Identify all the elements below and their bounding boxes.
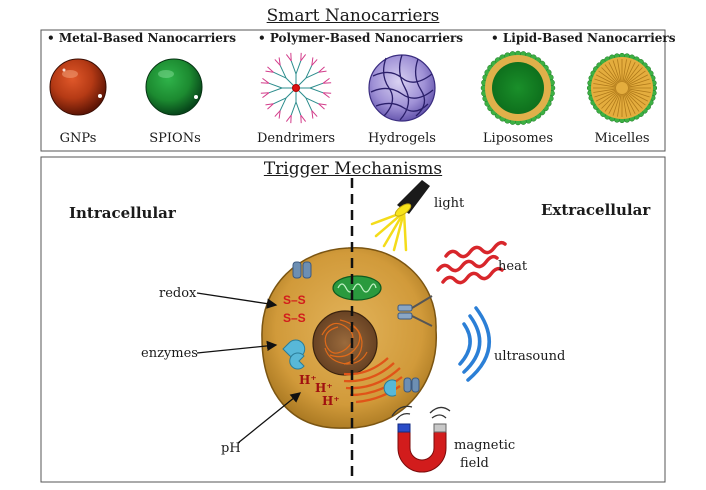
dendrimers-label: Dendrimers	[256, 131, 336, 146]
ultrasound-label: ultrasound	[494, 349, 566, 364]
cell-illustration: S–S S–S H⁺ H⁺ H⁺	[261, 247, 437, 429]
top-panel-title: Smart Nanocarriers	[266, 6, 440, 26]
hydrogel-particle	[368, 54, 436, 122]
disulfide-label-1: S–S	[283, 293, 306, 307]
spion-particle	[145, 58, 203, 116]
top-panel-frame	[40, 29, 666, 152]
redox-arrow	[196, 292, 278, 309]
nucleus	[312, 310, 378, 376]
hydrogels-label: Hydrogels	[368, 131, 436, 146]
redox-label: redox	[159, 286, 197, 301]
receptor-right	[397, 295, 433, 393]
proton-label-2: H⁺	[315, 381, 333, 395]
spions-label: SPIONs	[149, 131, 201, 146]
micelles-label: Micelles	[594, 131, 650, 146]
magnet-icon	[391, 405, 451, 473]
vesicle	[383, 379, 397, 397]
lipid-category-label: • Lipid-Based Nanocarriers	[491, 31, 676, 45]
receptor-top	[292, 261, 312, 279]
enzyme-shapes	[282, 339, 306, 370]
flashlight-icon	[370, 180, 430, 252]
proton-label-3: H⁺	[322, 394, 340, 408]
dendrimer-particle	[260, 52, 332, 124]
enzymes-arrow	[196, 340, 278, 354]
ultrasound-icon	[458, 306, 491, 382]
light-label: light	[434, 196, 465, 211]
disulfide-label-2: S–S	[283, 311, 306, 325]
mitochondrion	[332, 275, 382, 301]
polymer-category-label: • Polymer-Based Nanocarriers	[258, 31, 464, 45]
enzymes-label: enzymes	[141, 346, 198, 361]
ph-arrow	[237, 392, 302, 444]
micelle-particle	[586, 52, 658, 124]
proton-label-1: H⁺	[299, 373, 317, 387]
liposome-particle	[480, 50, 556, 126]
bottom-panel-title: Trigger Mechanisms	[263, 159, 443, 179]
extracellular-heading: Extracellular	[541, 201, 651, 219]
heat-label: heat	[498, 259, 528, 274]
gnps-label: GNPs	[59, 131, 97, 146]
bottom-panel-frame	[40, 156, 666, 483]
metal-category-label: • Metal-Based Nanocarriers	[47, 31, 236, 45]
magnetic-label: magnetic	[454, 438, 516, 453]
intracellular-heading: Intracellular	[69, 204, 176, 222]
heat-icon	[436, 240, 507, 285]
field-label: field	[460, 456, 489, 471]
gnp-particle	[49, 58, 107, 116]
liposomes-label: Liposomes	[482, 131, 554, 146]
ph-label: pH	[221, 441, 241, 456]
